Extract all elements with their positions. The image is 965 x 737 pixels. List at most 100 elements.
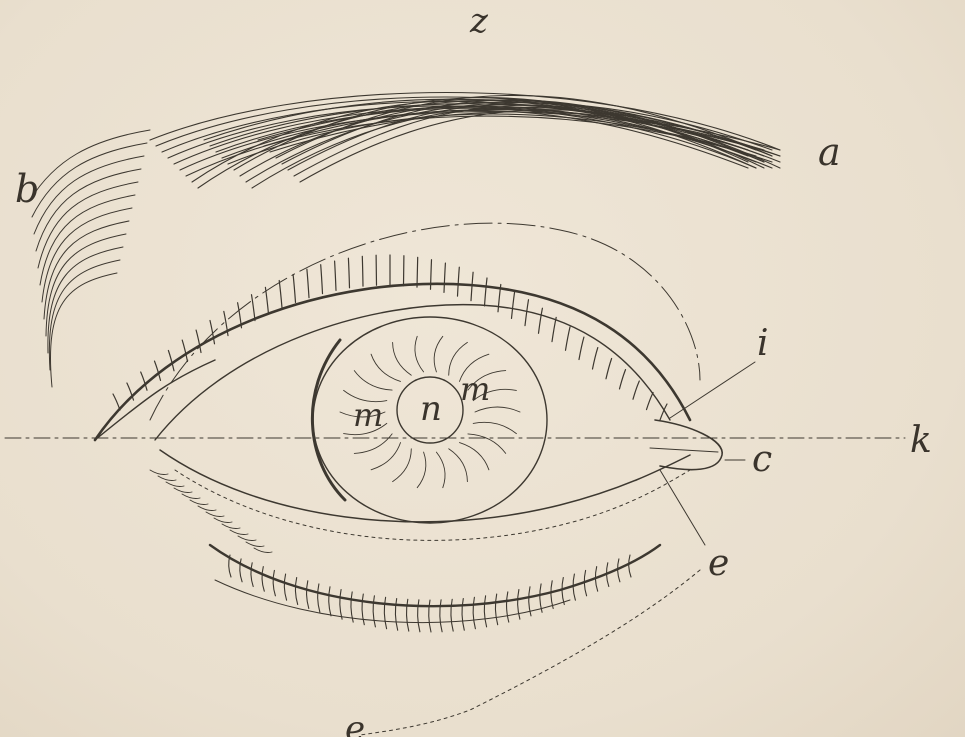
lower-lash: [462, 599, 464, 631]
lower-lash: [507, 592, 509, 622]
lower-lash: [318, 584, 320, 612]
eyebrow-left-hair: [30, 130, 150, 200]
iris-fibre: [393, 449, 412, 482]
lower-lash: [418, 600, 420, 632]
iris-fibre: [434, 336, 443, 372]
iris-fibre: [393, 342, 412, 375]
upper-lash: [196, 330, 201, 352]
iris-fibre: [417, 452, 426, 488]
upper-lash: [307, 269, 309, 298]
lower-short-lash: [214, 518, 232, 523]
eyebrow-left-hair: [40, 195, 135, 285]
lower-short-lash: [158, 476, 176, 481]
upper-eyelid: [95, 255, 690, 440]
iris-fibre: [436, 452, 445, 488]
eyebrow-strokes: [150, 93, 780, 189]
iris-fibre: [473, 422, 516, 433]
label-i: i: [757, 323, 769, 364]
upper-lash: [512, 292, 515, 319]
lower-lash: [329, 587, 331, 616]
iris-fibre: [415, 336, 424, 372]
label-b: b: [15, 167, 39, 211]
lower-short-lash: [230, 530, 248, 535]
upper-lash: [566, 327, 571, 350]
lower-lash: [307, 581, 309, 609]
upper-lash: [458, 267, 460, 296]
lower-short-lash: [182, 494, 200, 499]
eyebrow-stroke: [186, 116, 772, 176]
upper-lash: [552, 317, 556, 341]
lower-lash: [584, 570, 586, 595]
eyebrow-left-hair: [36, 169, 141, 251]
upper-lash: [293, 275, 295, 303]
upper-lash: [593, 348, 598, 369]
lower-lash: [473, 597, 475, 628]
eyebrow-left-hair: [48, 247, 123, 353]
upper-lash: [647, 393, 654, 410]
lower-lash: [451, 599, 453, 631]
lower-lash: [284, 574, 286, 600]
eyebrow-left-hair: [49, 260, 120, 370]
lower-lash: [440, 600, 442, 632]
lower-lash: [340, 590, 342, 620]
upper-lash: [348, 258, 349, 288]
lower-short-lashes: [150, 470, 272, 553]
upper-lash: [633, 381, 639, 399]
upper-lash: [362, 256, 363, 286]
label-n: n: [420, 389, 442, 429]
lower-lash: [484, 596, 486, 627]
lower-short-lash: [190, 500, 208, 505]
iris-fibre: [371, 443, 400, 470]
upper-lash: [155, 361, 161, 380]
upper-lash: [168, 351, 174, 371]
lower-short-lash: [254, 548, 272, 553]
lower-lash: [551, 581, 553, 609]
upper-lash: [252, 295, 256, 321]
upper-lash: [525, 300, 529, 326]
lower-lash: [629, 555, 631, 577]
label-k: k: [910, 420, 932, 461]
lower-lash: [518, 590, 520, 620]
upper-lash: [182, 340, 187, 361]
upper-lashes: [113, 255, 667, 420]
upper-lash: [113, 394, 120, 410]
eyebrow-left-hair: [38, 182, 138, 268]
iris-fibre: [449, 449, 468, 482]
upper-lash: [620, 370, 626, 389]
lower-lash: [495, 594, 497, 625]
lower-orbit-line: [360, 570, 700, 735]
lower-short-lash: [166, 482, 184, 487]
upper-lash: [444, 263, 445, 292]
label-e-bottom: e: [345, 709, 365, 737]
upper-lash: [485, 278, 488, 306]
label-z: z: [469, 1, 489, 41]
upper-lash: [539, 308, 543, 333]
eyebrow-left-hair: [50, 273, 117, 387]
leader-i: [670, 362, 755, 418]
label-m-right: m: [460, 370, 490, 408]
label-m-left: m: [353, 396, 383, 434]
eyebrow-left-hair: [42, 208, 132, 302]
iris-fibre: [468, 434, 506, 454]
lower-short-lash: [150, 470, 168, 475]
eyebrow-left-hairs: [30, 130, 150, 387]
lower-short-lash: [198, 506, 216, 511]
iris-fibre: [354, 434, 392, 454]
lower-short-lash: [246, 542, 264, 547]
lower-lash: [262, 567, 264, 592]
lower-lash: [240, 559, 242, 582]
upper-lash: [321, 265, 323, 294]
upper-lash: [606, 359, 612, 379]
upper-lash: [265, 287, 268, 314]
eyebrow-left-hair: [34, 156, 144, 234]
lower-lash: [273, 570, 275, 595]
leader-lines: [660, 362, 755, 545]
lower-lash: [251, 563, 253, 587]
lower-lash: [407, 599, 409, 631]
upper-lash: [579, 337, 584, 359]
lower-lash: [395, 599, 397, 631]
lower-lash: [373, 596, 375, 627]
upper-lash: [335, 261, 336, 290]
